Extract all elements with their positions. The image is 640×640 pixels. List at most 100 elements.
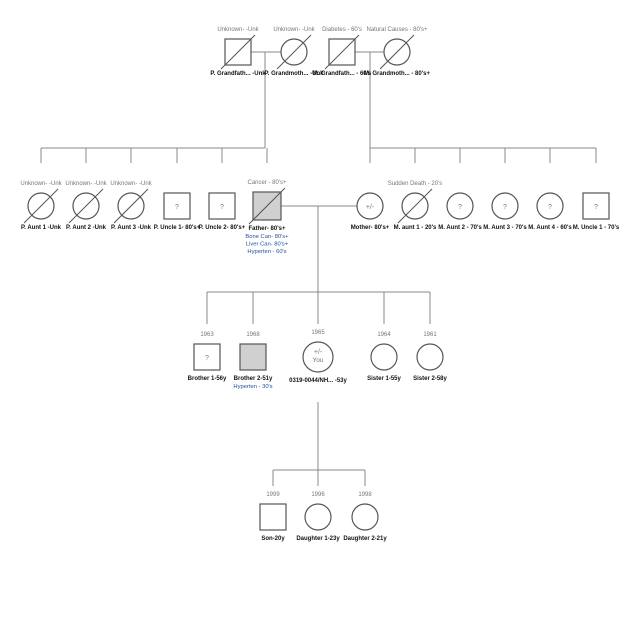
deceased-slash bbox=[324, 34, 360, 70]
person-caption: 1965 bbox=[311, 330, 325, 336]
person-label: P. Grandmoth... -Unk bbox=[265, 71, 325, 77]
female-circle-symbol[interactable] bbox=[356, 192, 384, 220]
person-label: Mother- 80's+ bbox=[351, 225, 390, 231]
person-ma1[interactable]: Sudden Death - 20's M. aunt 1 - 20's bbox=[388, 181, 443, 231]
person-caption: Sudden Death - 20's bbox=[388, 181, 443, 187]
person-mother[interactable]: +/- Mother- 80's+ bbox=[351, 192, 390, 231]
female-circle-symbol[interactable] bbox=[351, 503, 379, 531]
male-square-symbol[interactable] bbox=[582, 192, 610, 220]
person-label: M. aunt 1 - 20's bbox=[394, 225, 437, 231]
person-pgf[interactable]: Unknown- -Unk P. Grandfath... -Unk bbox=[210, 27, 266, 77]
person-label: M. Aunt 2 - 70's bbox=[438, 225, 482, 231]
person-ma3[interactable]: ? M. Aunt 3 - 70's bbox=[483, 192, 527, 231]
status-glyph: ? bbox=[548, 204, 552, 211]
connector-lines bbox=[40, 51, 597, 486]
deceased-slash bbox=[23, 188, 59, 224]
male-square-symbol[interactable] bbox=[163, 192, 191, 220]
condition-label: Hyperten - 30's bbox=[233, 384, 272, 390]
person-mu1[interactable]: ?M. Uncle 1 - 70's bbox=[573, 192, 620, 231]
person-pu2[interactable]: ? P. Uncle 2- 80's+ bbox=[199, 192, 246, 231]
you-marker: You bbox=[313, 357, 324, 364]
status-glyph: ? bbox=[594, 204, 598, 211]
person-label: P. Uncle 1- 80's+ bbox=[154, 225, 201, 231]
deceased-slash bbox=[397, 188, 433, 224]
female-circle-symbol[interactable] bbox=[370, 343, 398, 371]
condition-label: Hyperten - 60's bbox=[247, 249, 286, 255]
person-label: Son-20y bbox=[261, 536, 285, 542]
person-label: Brother 2-51y bbox=[234, 376, 273, 382]
person-label: P. Uncle 2- 80's+ bbox=[199, 225, 246, 231]
male-square-symbol[interactable] bbox=[208, 192, 236, 220]
person-pa3[interactable]: Unknown- -Unk P. Aunt 3 -Unk bbox=[110, 181, 152, 231]
deceased-slash bbox=[276, 34, 312, 70]
status-glyph: +/- bbox=[366, 204, 375, 211]
person-label: Sister 1-55y bbox=[367, 376, 401, 382]
condition-label: Bone Can- 80's+ bbox=[245, 234, 289, 240]
person-caption: 1963 bbox=[200, 332, 214, 338]
person-caption: 1964 bbox=[377, 332, 391, 338]
status-glyph: ? bbox=[458, 204, 462, 211]
status-glyph: ? bbox=[220, 204, 224, 211]
person-caption: Unknown- -Unk bbox=[20, 181, 62, 187]
deceased-slash bbox=[220, 34, 256, 70]
male-square-symbol[interactable] bbox=[239, 343, 267, 371]
female-circle-symbol[interactable] bbox=[304, 503, 332, 531]
person-caption: Unknown- -Unk bbox=[110, 181, 152, 187]
person-ma2[interactable]: ? M. Aunt 2 - 70's bbox=[438, 192, 482, 231]
person-caption: 1996 bbox=[311, 492, 325, 498]
person-father[interactable]: Cancer - 80's+Father- 80's+Bone Can- 80'… bbox=[245, 180, 289, 255]
person-caption: Unknown- -Unk bbox=[273, 27, 315, 33]
person-label: Father- 80's+ bbox=[249, 226, 286, 232]
person-label: P. Grandfath... -Unk bbox=[210, 71, 266, 77]
deceased-slash bbox=[248, 187, 286, 225]
female-circle-symbol[interactable] bbox=[416, 343, 444, 371]
deceased-slash bbox=[379, 34, 415, 70]
person-label: P. Aunt 3 -Unk bbox=[111, 225, 152, 231]
person-label: Brother 1-56y bbox=[188, 376, 227, 382]
person-label: M. Grandmoth... - 80's+ bbox=[364, 71, 430, 77]
person-label: M. Grandfath... - 60's bbox=[313, 71, 372, 77]
person-pu1[interactable]: ? P. Uncle 1- 80's+ bbox=[154, 192, 201, 231]
female-circle-symbol[interactable] bbox=[536, 192, 564, 220]
condition-label: Liver Can- 80's+ bbox=[246, 242, 289, 248]
female-circle-symbol[interactable] bbox=[302, 341, 334, 373]
person-pa1[interactable]: Unknown- -Unk P. Aunt 1 -Unk bbox=[20, 181, 62, 231]
person-label: Daughter 2-21y bbox=[343, 536, 387, 542]
male-square-symbol[interactable] bbox=[193, 343, 221, 371]
person-mgm[interactable]: Natural Causes - 80's+ M. Grandmoth... - … bbox=[364, 27, 430, 77]
person-caption: 1999 bbox=[266, 492, 280, 498]
status-glyph: ? bbox=[503, 204, 507, 211]
person-ma4[interactable]: ?M. Aunt 4 - 60's bbox=[528, 192, 572, 231]
person-label: P. Aunt 2 -Unk bbox=[66, 225, 107, 231]
status-glyph: ? bbox=[205, 355, 209, 362]
person-caption: Diabetes - 60's bbox=[322, 27, 362, 33]
person-caption: 1998 bbox=[358, 492, 372, 498]
deceased-slash bbox=[68, 188, 104, 224]
status-glyph: +/- bbox=[314, 349, 323, 356]
person-label: M. Aunt 3 - 70's bbox=[483, 225, 527, 231]
person-pgm[interactable]: Unknown- -Unk P. Grandmoth... -Unk bbox=[265, 27, 325, 77]
female-circle-symbol[interactable] bbox=[491, 192, 519, 220]
person-caption: Unknown- -Unk bbox=[217, 27, 259, 33]
female-circle-symbol[interactable] bbox=[446, 192, 474, 220]
person-label: P. Aunt 1 -Unk bbox=[21, 225, 62, 231]
person-caption: Natural Causes - 80's+ bbox=[366, 27, 428, 33]
person-label: Sister 2-58y bbox=[413, 376, 447, 382]
male-square-symbol[interactable] bbox=[259, 503, 287, 531]
person-self[interactable]: +/-You 1965 0319-0044/NH... -53y bbox=[289, 330, 347, 384]
person-mgf[interactable]: Diabetes - 60's M. Grandfath... - 60's bbox=[313, 27, 372, 77]
person-label: Daughter 1-23y bbox=[296, 536, 340, 542]
person-label: 0319-0044/NH... -53y bbox=[289, 378, 347, 384]
status-glyph: ? bbox=[175, 204, 179, 211]
person-caption: 1968 bbox=[246, 332, 260, 338]
